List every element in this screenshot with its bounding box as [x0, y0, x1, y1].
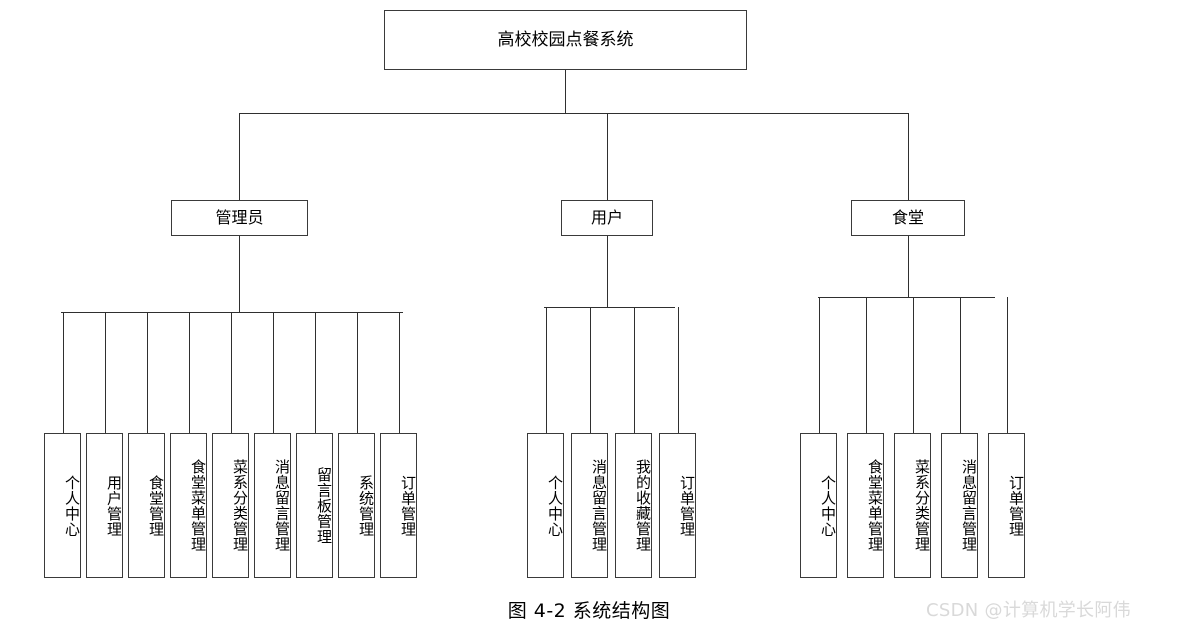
leaf-stem-line-1-2 [634, 307, 635, 433]
leaf-node-1-4[interactable]: 食堂菜单管理 [170, 433, 207, 578]
leaf-node-3-4[interactable]: 消息留言管理 [941, 433, 978, 578]
leaf-node-1-7[interactable]: 留言板管理 [296, 433, 333, 578]
leaf-stem-line-0-6 [315, 312, 316, 433]
leaf-stem-line-1-3 [678, 307, 679, 433]
leaf-stem-line-1-0 [546, 307, 547, 433]
leaf-node-3-1[interactable]: 个人中心 [800, 433, 837, 578]
branch-stem-line-1 [607, 236, 608, 307]
leaf-stem-line-0-0 [63, 312, 64, 433]
leaf-node-label: 留言板管理 [315, 466, 333, 545]
leaf-node-label: 系统管理 [357, 474, 375, 537]
branch-node-2[interactable]: 用户 [561, 200, 653, 236]
branch-node-3[interactable]: 食堂 [851, 200, 965, 236]
leaf-node-label: 个人中心 [546, 474, 564, 537]
leaf-node-label: 订单管理 [678, 474, 696, 537]
leaf-stem-line-0-8 [399, 312, 400, 433]
branch-bus-line-1 [544, 307, 675, 308]
leaf-node-1-6[interactable]: 消息留言管理 [254, 433, 291, 578]
branch-bus-line-0 [61, 312, 403, 313]
leaf-node-3-3[interactable]: 菜系分类管理 [894, 433, 931, 578]
level2-stem-line-0 [239, 113, 240, 200]
leaf-node-label: 个人中心 [819, 474, 837, 537]
leaf-stem-line-2-3 [960, 297, 961, 433]
leaf-node-label: 订单管理 [1007, 474, 1025, 537]
branch-node-label: 用户 [590, 207, 623, 227]
leaf-node-label: 菜系分类管理 [231, 459, 249, 552]
leaf-node-2-4[interactable]: 订单管理 [659, 433, 696, 578]
leaf-stem-line-0-4 [231, 312, 232, 433]
leaf-node-3-5[interactable]: 订单管理 [988, 433, 1025, 578]
leaf-node-label: 消息留言管理 [273, 459, 291, 552]
leaf-stem-line-0-1 [105, 312, 106, 433]
figure-caption: 图 4-2 系统结构图 [507, 600, 671, 622]
leaf-node-2-2[interactable]: 消息留言管理 [571, 433, 608, 578]
leaf-stem-line-0-3 [189, 312, 190, 433]
leaf-node-label: 食堂管理 [147, 474, 165, 537]
leaf-stem-line-2-1 [866, 297, 867, 433]
level2-stem-line-2 [908, 113, 909, 200]
root-node-system[interactable]: 高校校园点餐系统 [384, 10, 747, 70]
leaf-node-1-2[interactable]: 用户管理 [86, 433, 123, 578]
leaf-node-label: 用户管理 [105, 474, 123, 537]
leaf-node-label: 个人中心 [63, 474, 81, 537]
leaf-node-label: 食堂菜单管理 [189, 459, 207, 552]
branch-node-label: 食堂 [891, 207, 924, 227]
leaf-node-label: 菜系分类管理 [913, 459, 931, 552]
branch-stem-line-2 [908, 236, 909, 297]
leaf-stem-line-2-2 [913, 297, 914, 433]
leaf-node-label: 消息留言管理 [960, 459, 978, 552]
root-node-label: 高校校园点餐系统 [497, 29, 634, 50]
leaf-stem-line-2-4 [1007, 297, 1008, 433]
leaf-node-1-3[interactable]: 食堂管理 [128, 433, 165, 578]
level2-bus-line [239, 113, 908, 114]
root-trunk-line [565, 70, 566, 113]
leaf-node-1-9[interactable]: 订单管理 [380, 433, 417, 578]
branch-node-1[interactable]: 管理员 [171, 200, 308, 236]
leaf-node-3-2[interactable]: 食堂菜单管理 [847, 433, 884, 578]
leaf-node-label: 我的收藏管理 [634, 459, 652, 552]
leaf-node-1-5[interactable]: 菜系分类管理 [212, 433, 249, 578]
leaf-node-2-1[interactable]: 个人中心 [527, 433, 564, 578]
branch-bus-line-2 [818, 297, 995, 298]
leaf-node-1-8[interactable]: 系统管理 [338, 433, 375, 578]
leaf-node-label: 订单管理 [399, 474, 417, 537]
branch-node-label: 管理员 [215, 207, 264, 227]
leaf-stem-line-1-1 [590, 307, 591, 433]
branch-stem-line-0 [239, 236, 240, 312]
leaf-stem-line-0-5 [273, 312, 274, 433]
leaf-node-1-1[interactable]: 个人中心 [44, 433, 81, 578]
leaf-stem-line-2-0 [819, 297, 820, 433]
leaf-node-2-3[interactable]: 我的收藏管理 [615, 433, 652, 578]
level2-stem-line-1 [607, 113, 608, 200]
csdn-watermark: CSDN @计算机学长阿伟 [926, 600, 1131, 621]
leaf-stem-line-0-2 [147, 312, 148, 433]
leaf-stem-line-0-7 [357, 312, 358, 433]
leaf-node-label: 食堂菜单管理 [866, 459, 884, 552]
leaf-node-label: 消息留言管理 [590, 459, 608, 552]
